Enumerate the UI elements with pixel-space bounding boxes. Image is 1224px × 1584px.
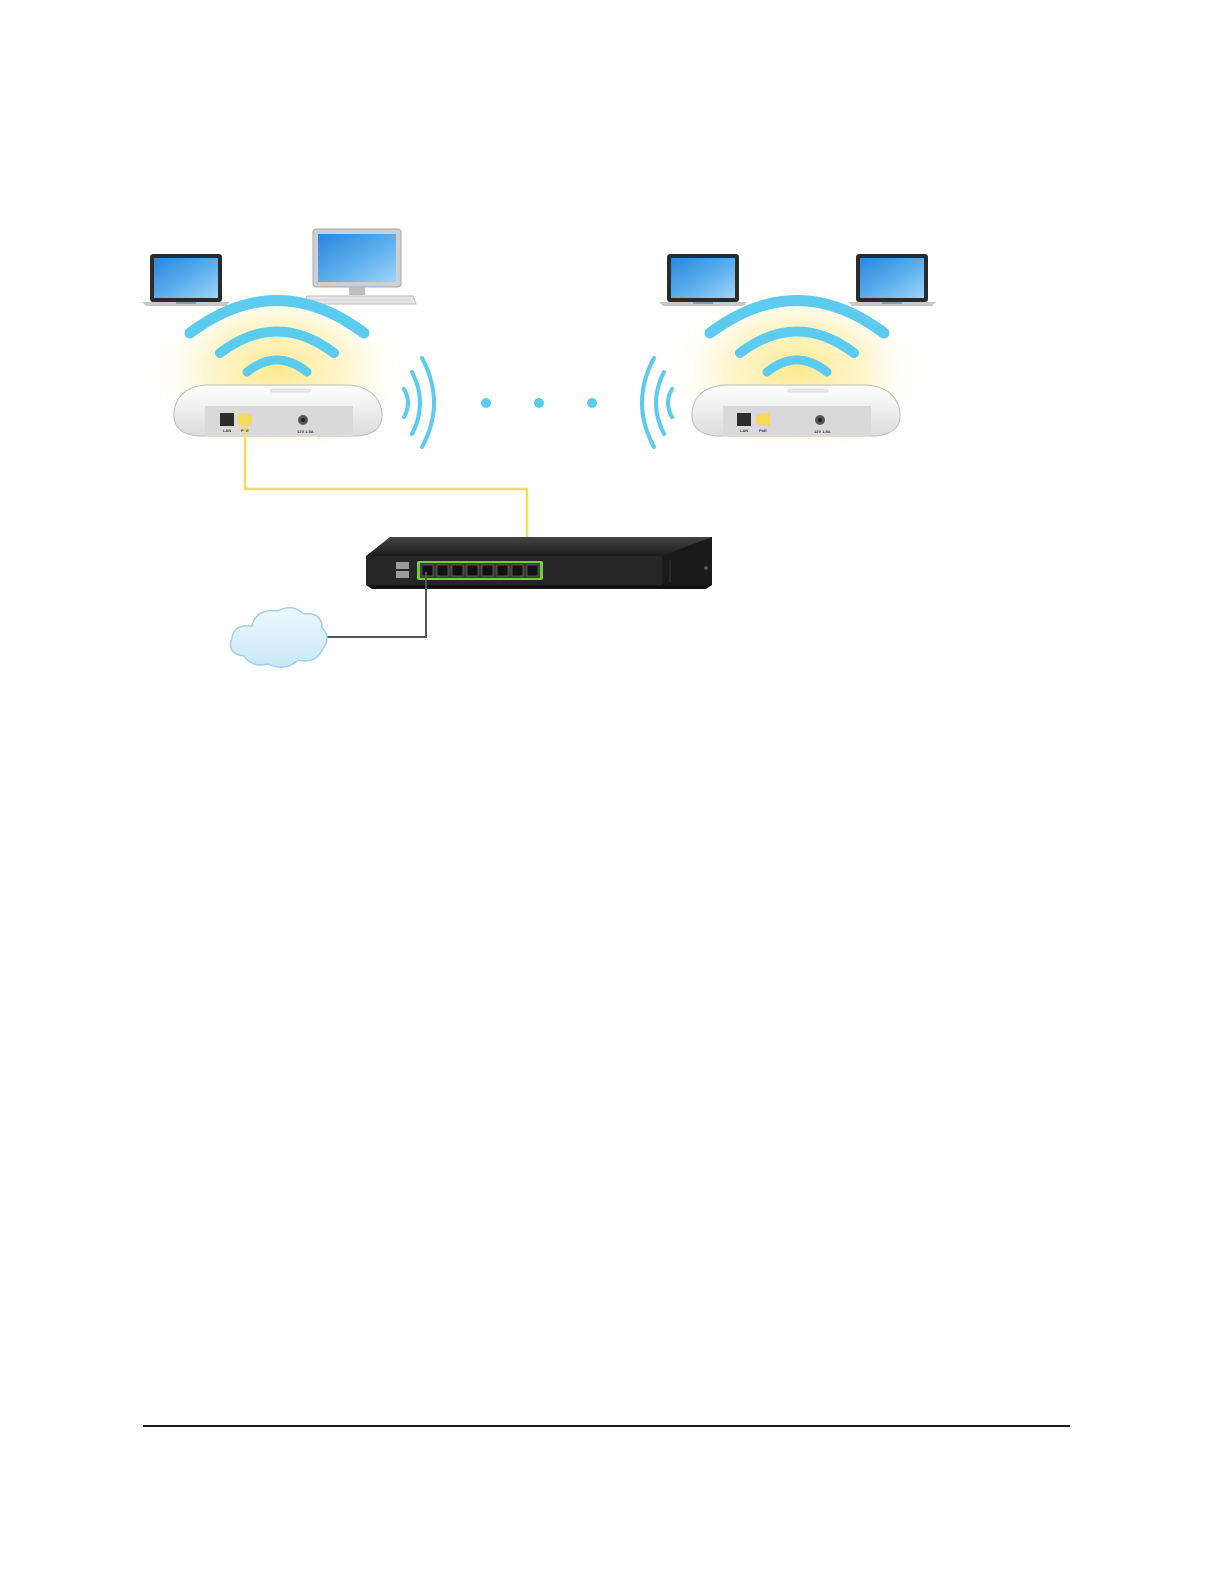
link-dot	[481, 398, 491, 408]
footer-rule	[143, 1425, 1070, 1427]
laptop-icon	[142, 254, 230, 306]
internet-cloud-icon	[231, 608, 328, 668]
link-dot	[534, 398, 544, 408]
left-cluster: LAN PoE 12V 1.5A	[142, 229, 416, 460]
power-port-label: 12V 1.5A	[814, 429, 831, 434]
power-port-label: 12V 1.5A	[297, 429, 314, 434]
network-switch-icon	[366, 537, 712, 589]
lan-port-label: LAN	[740, 428, 748, 433]
right-cluster: LAN PoE 12V 1.5A	[659, 254, 936, 460]
access-point-icon: LAN PoE 12V 1.5A	[692, 385, 900, 436]
access-point-icon: LAN PoE 12V 1.5A	[174, 385, 382, 436]
wifi-waves-icon	[404, 358, 434, 447]
link-dot	[587, 398, 597, 408]
laptop-icon	[659, 254, 747, 306]
wireless-link	[404, 358, 672, 447]
poe-port-label: PoE	[759, 428, 767, 433]
laptop-icon	[848, 254, 936, 306]
lan-port-label: LAN	[223, 428, 231, 433]
